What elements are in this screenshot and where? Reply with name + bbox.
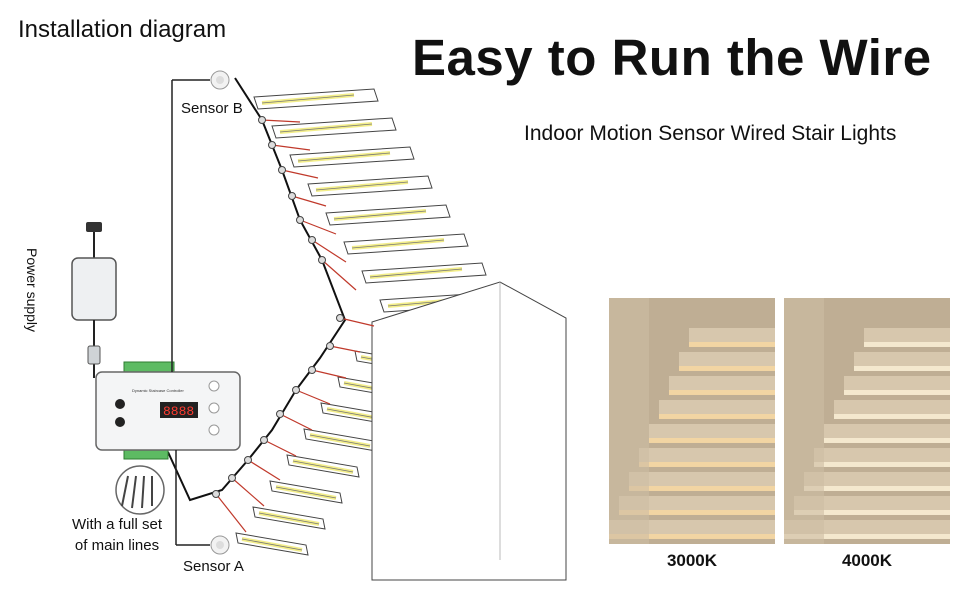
wiring-drawing [167,77,375,533]
caption-4000k: 4000K [841,551,893,570]
controller-label: Dynamic Staircase Controller [132,388,184,393]
branch-wire [329,345,361,353]
branch-wire [311,369,347,379]
photo-3000k [609,298,775,544]
sensor-b [171,70,230,372]
main-lines-line-2: of main lines [74,537,160,554]
wire-connector [308,366,316,374]
controller-display: 8888 [163,404,194,419]
main-lines-label: With a full set of main lines [72,514,162,556]
controller-box: 8888 Dynamic Staircase Controller [95,361,241,460]
sensor-a [175,450,230,555]
branch-wire [311,239,347,263]
headline: Easy to Run the Wire [412,29,932,86]
wire-connector [278,166,286,174]
branch-wire [263,439,297,457]
branch-wire [321,259,357,291]
wire-connector [244,456,252,464]
wire-connector [288,192,296,200]
wire-connector [260,436,268,444]
wire-connector [228,474,236,482]
branch-wire [281,169,319,179]
main-lines-connectors [115,465,165,515]
photo-4000k [784,298,950,544]
sensor-b-label: Sensor B [181,100,243,117]
staircase-drawing [235,88,567,581]
landing-block [371,281,567,581]
main-lines-line-1: With a full set [72,516,163,533]
branch-wire [295,389,331,405]
caption-3000k: 3000K [666,551,718,570]
branch-wire [231,477,265,507]
wire-connector [318,256,326,264]
wire-connector [296,216,304,224]
power-supply [71,222,117,378]
branch-wire [299,219,337,235]
branch-wire [261,119,301,123]
branch-wire [271,144,311,151]
subheadline: Indoor Motion Sensor Wired Stair Lights [524,122,897,145]
wire-connector [258,116,266,124]
wire-connector [292,386,300,394]
diagram-title: Installation diagram [18,16,227,43]
branch-wire [215,493,247,533]
branch-wire [247,459,281,481]
wire-connector [212,490,220,498]
branch-wire [291,195,327,207]
wire-connector [268,141,276,149]
sensor-a-label: Sensor A [183,558,244,575]
stair-photo-4000k [784,298,950,544]
branch-wire [339,317,375,327]
wire-connector [326,342,334,350]
branch-wire [279,413,313,431]
wire-connector [276,410,284,418]
stair-photo-3000k [609,298,775,544]
wire-connector [308,236,316,244]
wire-connector [336,314,344,322]
power-supply-label: Power supply [24,248,40,333]
